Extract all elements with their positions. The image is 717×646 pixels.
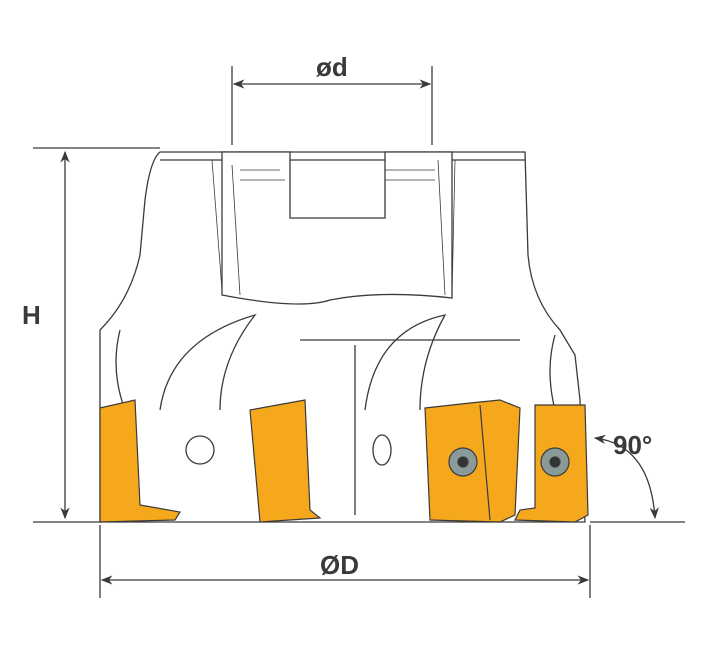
angle-label: 90° xyxy=(613,430,653,460)
insert xyxy=(249,399,322,523)
height-label: H xyxy=(22,300,41,330)
bore-section xyxy=(221,151,453,305)
hatching xyxy=(211,159,456,296)
coolant-hole xyxy=(185,435,215,465)
bore-diameter-label: ød xyxy=(316,52,348,82)
angle-arc xyxy=(593,434,659,520)
cutter-diameter-label: ØD xyxy=(320,550,359,580)
dimension-lines xyxy=(33,66,685,598)
inserts xyxy=(99,399,589,523)
coolant-hole xyxy=(372,434,392,466)
